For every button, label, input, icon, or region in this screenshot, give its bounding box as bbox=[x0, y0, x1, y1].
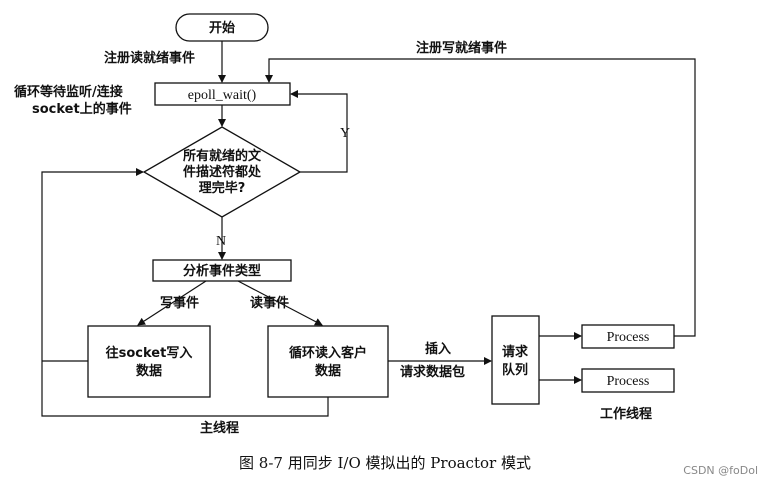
epoll-wait-label: epoll_wait() bbox=[188, 88, 257, 103]
read-data-node: 循环读入客户 数据 bbox=[267, 325, 389, 398]
request-queue-line-2: 队列 bbox=[502, 362, 528, 378]
process-label-2: Process bbox=[607, 374, 650, 389]
loop-wait-label-1: 循环等待监听/连接 bbox=[14, 84, 123, 100]
write-data-node: 往socket写入 数据 bbox=[87, 325, 211, 398]
decision-line-3: 理完毕? bbox=[199, 180, 246, 196]
start-node: 开始 bbox=[175, 13, 269, 42]
start-label: 开始 bbox=[209, 20, 235, 36]
arrow-to-read-event bbox=[237, 280, 323, 326]
yes-label: Y bbox=[340, 126, 350, 141]
loop-wait-label-2: socket上的事件 bbox=[32, 101, 132, 117]
analyze-node: 分析事件类型 bbox=[152, 259, 292, 282]
no-label: N bbox=[216, 234, 226, 249]
arrow-to-write-event bbox=[137, 280, 207, 326]
decision-line-1: 所有就绪的文 bbox=[183, 148, 262, 164]
read-data-line-2: 数据 bbox=[315, 363, 341, 379]
decision-node: 所有就绪的文 件描述符都处 理完毕? bbox=[142, 126, 302, 218]
insert-label: 插入 bbox=[425, 341, 451, 357]
analyze-label: 分析事件类型 bbox=[183, 263, 261, 279]
decision-line-2: 件描述符都处 bbox=[183, 164, 262, 180]
write-data-line-2: 数据 bbox=[136, 363, 162, 379]
main-thread-label: 主线程 bbox=[200, 420, 239, 436]
request-packet-label: 请求数据包 bbox=[400, 364, 465, 380]
process-label-1: Process bbox=[607, 330, 650, 345]
write-data-line-1: 往socket写入 bbox=[106, 345, 193, 361]
process-node-2: Process bbox=[581, 368, 675, 393]
write-event-label: 写事件 bbox=[160, 295, 199, 311]
figure-caption: 图 8-7 用同步 I/O 模拟出的 Proactor 模式 bbox=[239, 454, 531, 472]
epoll-wait-node: epoll_wait() bbox=[154, 82, 291, 106]
main-thread-loop bbox=[41, 168, 329, 417]
read-event-label: 读事件 bbox=[250, 295, 289, 311]
request-queue-line-1: 请求 bbox=[502, 344, 529, 360]
arrow-register-write bbox=[265, 58, 696, 337]
request-queue-node: 请求 队列 bbox=[491, 315, 540, 405]
process-node-1: Process bbox=[581, 324, 675, 349]
read-data-line-1: 循环读入客户 bbox=[289, 345, 367, 361]
register-write-label: 注册写就绪事件 bbox=[416, 40, 507, 56]
watermark: CSDN @foDol bbox=[683, 464, 758, 477]
arrow-yes-loop bbox=[290, 90, 348, 173]
worker-threads-label: 工作线程 bbox=[600, 406, 652, 422]
register-read-label: 注册读就绪事件 bbox=[104, 50, 195, 66]
